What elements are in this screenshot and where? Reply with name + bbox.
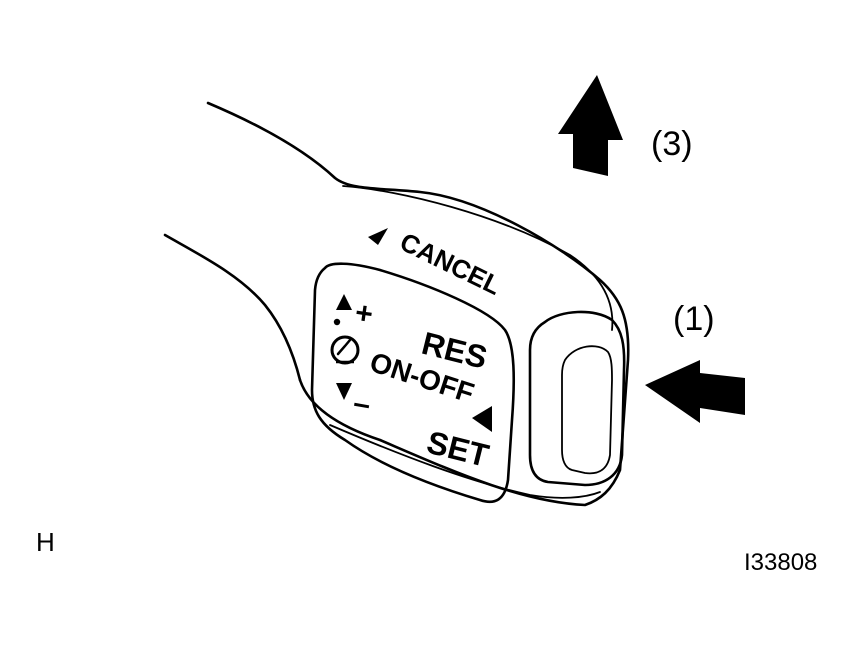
arrow-1-label: (1) bbox=[673, 300, 715, 338]
up-triangle-icon bbox=[336, 294, 352, 310]
cancel-label: CANCEL bbox=[395, 226, 506, 301]
plus-label: + bbox=[353, 296, 375, 331]
left-triangle-icon bbox=[472, 406, 492, 432]
minus-label: – bbox=[351, 386, 373, 421]
push-button bbox=[528, 310, 626, 487]
indicator-dot-icon bbox=[333, 318, 341, 326]
lever-face-panel bbox=[310, 262, 516, 504]
lever-body bbox=[163, 101, 630, 507]
arrow-left-icon bbox=[645, 360, 745, 423]
speedometer-icon bbox=[330, 335, 360, 365]
corner-letter: H bbox=[36, 527, 55, 557]
arrow-up-icon bbox=[558, 75, 623, 176]
cancel-arrow-icon bbox=[368, 228, 388, 245]
figure-id: I33808 bbox=[744, 549, 817, 576]
arrow-3-label: (3) bbox=[651, 125, 693, 163]
down-triangle-icon bbox=[336, 383, 352, 400]
